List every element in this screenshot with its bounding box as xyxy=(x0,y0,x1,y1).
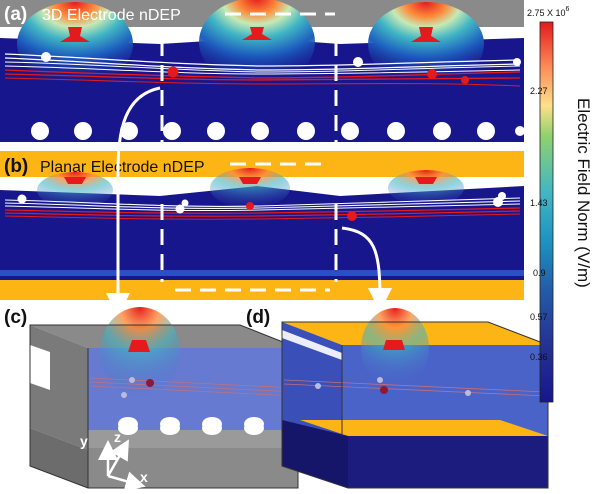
electrode-tip xyxy=(64,177,86,184)
electrode-tip xyxy=(383,340,405,350)
panel-d-letter: (d) xyxy=(246,307,270,328)
electrode-tip xyxy=(411,27,441,42)
particle-red xyxy=(461,76,469,84)
panel-c-pillar-bases xyxy=(118,421,264,435)
particle-red xyxy=(347,211,357,221)
axis-x-label: x xyxy=(140,469,148,485)
electrode-tip xyxy=(415,177,437,184)
particle-white xyxy=(129,377,135,383)
particle-red xyxy=(167,66,179,78)
particle-white xyxy=(377,377,383,383)
panel-c: (c) xyxy=(4,307,299,489)
panel-c-outline xyxy=(29,324,299,489)
colorbar-label: Electric Field Norm (V/m) xyxy=(574,98,593,288)
particle-red xyxy=(246,202,254,210)
panel-c-window xyxy=(30,345,50,390)
electrode-tip xyxy=(128,340,150,352)
panel-c-bottom-side xyxy=(30,428,88,488)
panel-b-letter: (b) xyxy=(4,156,28,177)
panel-d-edge-highlight xyxy=(282,330,342,360)
electrode-tip xyxy=(242,27,272,40)
panel-a-title: 3D Electrode nDEP xyxy=(42,7,181,24)
panel-a-letter: (a) xyxy=(4,4,27,25)
particle-white xyxy=(465,390,471,396)
panel-a: (a) 3D Electrode nDEP xyxy=(0,0,525,148)
zoom-arrows xyxy=(106,86,392,317)
panel-d-outline xyxy=(281,321,549,489)
panel-d: (d) xyxy=(246,307,549,489)
particle-white xyxy=(121,392,127,398)
particle-white xyxy=(175,204,185,214)
colorbar-max-label: 2.75 X 106 xyxy=(527,6,570,18)
particle-white xyxy=(498,192,506,200)
field-hotspot xyxy=(199,0,315,86)
panel-d-bottom-block xyxy=(348,436,548,488)
panel-b-streamlines xyxy=(4,197,521,220)
axis-z-label: z xyxy=(114,429,121,445)
panel-d-streamlines xyxy=(283,379,547,397)
particle-red xyxy=(380,386,388,394)
colorbar-tick: 1.43 xyxy=(530,198,548,208)
particle-white xyxy=(513,58,521,66)
pillar-array xyxy=(31,122,525,140)
particle-white xyxy=(353,57,363,67)
field-hotspot xyxy=(368,2,484,86)
arrow-a-to-c xyxy=(106,86,161,317)
field-hotspot xyxy=(210,168,290,208)
particle-white xyxy=(181,199,189,207)
panel-b-bottom-field-band xyxy=(0,270,524,276)
axes-triad xyxy=(98,439,146,491)
colorbar: 2.75 X 106 2.27 1.43 0.9 0.57 0.36 Elect… xyxy=(527,6,593,403)
axis-y-label: y xyxy=(80,433,88,449)
colorbar-tick: 0.9 xyxy=(533,268,546,278)
colorbar-tick: 2.27 xyxy=(530,86,548,96)
panel-a-selection-box xyxy=(160,12,338,147)
particle-white xyxy=(41,52,51,62)
arrow-b-to-d xyxy=(341,226,392,312)
particle-red xyxy=(146,379,154,387)
electrode-tip xyxy=(60,27,90,42)
panel-c-letter: (c) xyxy=(4,307,27,328)
particle-white xyxy=(17,194,27,204)
colorbar-gradient xyxy=(539,21,554,403)
field-hotspot xyxy=(37,172,113,208)
panel-b-selection-box xyxy=(160,162,338,292)
particle-red xyxy=(427,69,437,79)
panel-d-bottom-electrode xyxy=(300,420,548,436)
particle-white xyxy=(315,383,321,389)
panel-b: (b) Planar Electrode nDEP xyxy=(0,150,524,300)
axis-z-arrow xyxy=(106,439,129,477)
colorbar-tick: 0.57 xyxy=(530,312,548,322)
panel-a-streamlines xyxy=(4,53,521,87)
field-hotspot xyxy=(388,170,464,206)
colorbar-tick: 0.36 xyxy=(530,352,548,362)
panel-c-streamlines xyxy=(89,377,297,397)
electrode-tip xyxy=(239,177,261,184)
axis-x-arrow xyxy=(107,471,146,491)
panel-c-bottom-top xyxy=(88,430,298,448)
field-hotspot xyxy=(17,2,133,86)
panel-b-title: Planar Electrode nDEP xyxy=(40,159,205,176)
